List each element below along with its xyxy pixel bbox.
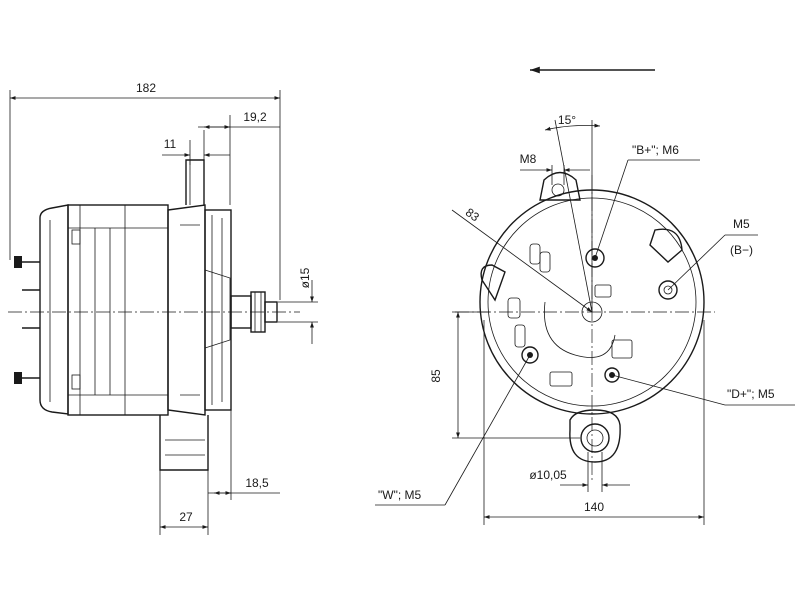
dim-label-hole: ø10,05 [529, 468, 567, 482]
label-b-plus: "B+"; M6 [632, 143, 679, 157]
dim-label-radius: 83 [463, 205, 482, 224]
dim-overall-length: 182 [9, 81, 281, 300]
dim-height: 85 [429, 311, 580, 439]
dim-label-m8: M8 [520, 152, 537, 166]
dim-angle: 15° [544, 113, 601, 313]
dim-width: 140 [483, 320, 705, 525]
dim-hole-diameter: ø10,05 [529, 452, 630, 492]
alternator-body-side [8, 159, 300, 471]
dim-label-11: 11 [164, 137, 177, 151]
alternator-body-front [455, 171, 715, 480]
dim-label-18-5: 18,5 [245, 476, 269, 490]
dim-label-angle: 15° [558, 113, 576, 127]
dim-radius: 83 [451, 205, 593, 313]
label-d-plus: "D+"; M5 [727, 387, 775, 401]
leader-b-plus: "B+"; M6 [594, 143, 700, 259]
front-view: 15° M8 83 85 ø10,05 [375, 66, 795, 525]
dim-shaft-diameter: ø15 [278, 267, 318, 344]
label-w: "W"; M5 [378, 488, 422, 502]
dim-flange-offset: 19,2 [198, 110, 280, 205]
side-view: 182 19,2 11 [8, 81, 318, 535]
leader-w: "W"; M5 [375, 354, 531, 506]
dim-mount-width: 11 [162, 130, 230, 165]
dim-label-width: 140 [584, 500, 604, 514]
dim-label-182: 182 [136, 81, 156, 95]
dim-label-height: 85 [429, 369, 443, 383]
dim-thread-m8: M8 [520, 152, 590, 185]
label-b-minus-name: (B−) [730, 243, 753, 257]
leader-d-plus: "D+"; M5 [611, 374, 795, 406]
leader-b-minus: M5 (B−) [667, 217, 758, 291]
label-b-minus-thread: M5 [733, 217, 750, 231]
dim-pulley-offset: 18,5 [208, 410, 280, 500]
dim-label-19-2: 19,2 [243, 110, 267, 124]
dim-label-shaft-diameter: ø15 [298, 267, 312, 288]
dim-foot-width: 27 [159, 470, 209, 535]
dim-label-27: 27 [179, 510, 193, 524]
